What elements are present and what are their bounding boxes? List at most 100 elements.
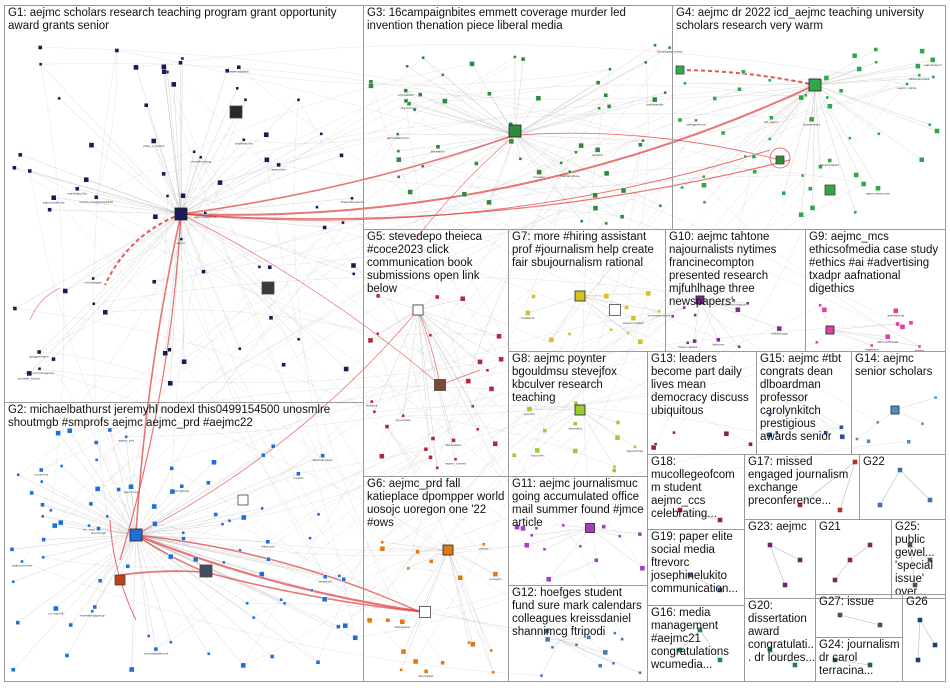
network-node[interactable] — [481, 542, 486, 546]
network-node[interactable] — [602, 649, 608, 656]
network-node[interactable] — [548, 337, 555, 343]
network-node[interactable] — [75, 186, 80, 192]
network-node[interactable] — [677, 507, 683, 513]
network-node[interactable] — [279, 598, 283, 602]
network-node[interactable] — [487, 91, 492, 97]
network-node[interactable] — [367, 337, 374, 344]
network-node[interactable] — [150, 138, 157, 144]
network-node[interactable] — [51, 356, 56, 362]
network-node[interactable] — [488, 386, 495, 392]
network-node[interactable] — [320, 453, 325, 458]
network-node[interactable] — [319, 132, 323, 136]
network-node[interactable] — [768, 78, 772, 83]
network-node[interactable] — [534, 526, 539, 530]
network-node[interactable] — [737, 87, 742, 92]
network-node[interactable] — [543, 628, 550, 634]
network-node[interactable] — [181, 536, 186, 541]
network-node[interactable] — [808, 116, 815, 123]
network-node[interactable] — [792, 662, 798, 668]
network-node[interactable] — [808, 186, 813, 191]
network-node[interactable] — [716, 337, 721, 342]
network-node[interactable] — [693, 313, 697, 317]
network-node[interactable] — [235, 86, 239, 91]
profile-node[interactable] — [675, 65, 685, 75]
network-node[interactable] — [804, 93, 808, 98]
network-node[interactable] — [59, 464, 64, 468]
network-node[interactable] — [282, 601, 287, 606]
network-node[interactable] — [380, 540, 384, 544]
network-node[interactable] — [877, 502, 883, 508]
network-node[interactable] — [53, 605, 59, 612]
network-node[interactable] — [470, 641, 476, 647]
network-node[interactable] — [595, 80, 601, 85]
network-node[interactable] — [435, 466, 439, 470]
network-node[interactable] — [677, 647, 683, 653]
network-node[interactable] — [423, 447, 429, 452]
network-node[interactable] — [406, 101, 412, 106]
network-node[interactable] — [343, 366, 349, 372]
network-node[interactable] — [441, 73, 445, 77]
network-node[interactable] — [697, 627, 703, 633]
network-node[interactable] — [687, 572, 693, 578]
network-node[interactable] — [36, 349, 42, 355]
network-node[interactable] — [341, 577, 346, 582]
network-node[interactable] — [281, 362, 286, 367]
network-node[interactable] — [124, 435, 128, 439]
network-node[interactable] — [161, 64, 167, 70]
network-node[interactable] — [88, 501, 94, 507]
network-node[interactable] — [315, 660, 321, 665]
network-node[interactable] — [782, 582, 788, 588]
network-node[interactable] — [192, 150, 196, 154]
network-node[interactable] — [604, 221, 608, 226]
network-node[interactable] — [91, 302, 96, 306]
network-node[interactable] — [265, 539, 270, 544]
network-node[interactable] — [399, 668, 403, 672]
network-node[interactable] — [213, 512, 218, 517]
network-node[interactable] — [592, 192, 598, 199]
network-node[interactable] — [915, 657, 921, 663]
network-node[interactable] — [680, 185, 684, 190]
network-node[interactable] — [855, 437, 859, 441]
network-node[interactable] — [429, 559, 434, 564]
network-node[interactable] — [917, 344, 922, 349]
network-node[interactable] — [746, 301, 750, 305]
network-node[interactable] — [407, 189, 413, 195]
network-node[interactable] — [893, 308, 899, 314]
network-node[interactable] — [128, 666, 135, 673]
network-node[interactable] — [839, 434, 845, 440]
network-node[interactable] — [40, 479, 44, 484]
network-node[interactable] — [489, 648, 493, 653]
network-node[interactable] — [559, 161, 563, 165]
network-node[interactable] — [269, 654, 275, 659]
network-node[interactable] — [181, 359, 187, 365]
network-node[interactable] — [920, 421, 925, 426]
network-node[interactable] — [866, 439, 871, 444]
hub-node[interactable] — [585, 523, 595, 533]
network-node[interactable] — [296, 471, 301, 476]
network-node[interactable] — [260, 506, 264, 511]
hub-node[interactable] — [174, 207, 188, 221]
network-node[interactable] — [420, 164, 425, 169]
network-node[interactable] — [323, 574, 328, 579]
network-node[interactable] — [350, 196, 354, 200]
network-node[interactable] — [630, 315, 637, 321]
network-node[interactable] — [167, 380, 173, 386]
network-node[interactable] — [128, 484, 134, 490]
network-node[interactable] — [870, 343, 874, 348]
network-node[interactable] — [748, 442, 753, 447]
network-node[interactable] — [908, 320, 914, 325]
network-node[interactable] — [12, 165, 17, 170]
network-node[interactable] — [658, 204, 663, 208]
network-node[interactable] — [797, 557, 803, 563]
network-node[interactable] — [601, 524, 606, 529]
network-node[interactable] — [11, 580, 16, 584]
network-node[interactable] — [167, 347, 172, 352]
network-node[interactable] — [798, 211, 804, 218]
network-node[interactable] — [809, 205, 816, 211]
network-node[interactable] — [723, 431, 730, 437]
network-node[interactable] — [594, 147, 601, 153]
network-node[interactable] — [203, 211, 208, 215]
network-node[interactable] — [776, 325, 782, 332]
profile-node[interactable] — [775, 155, 785, 165]
network-node[interactable] — [574, 643, 579, 647]
